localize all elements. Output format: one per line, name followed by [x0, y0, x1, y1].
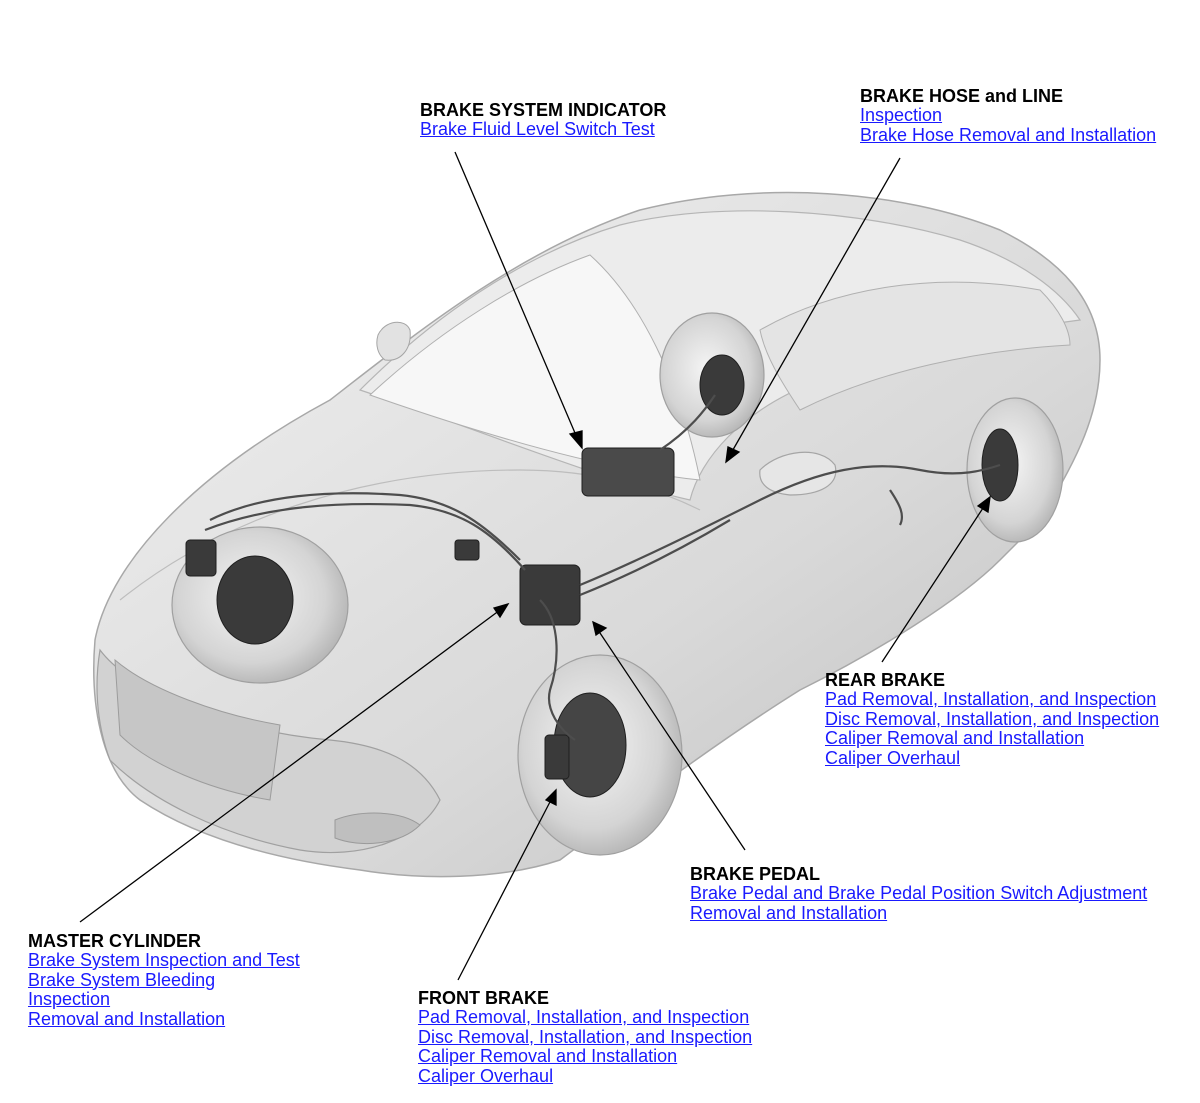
- brake-lines: [204, 394, 1001, 741]
- arrowhead-hose: [725, 446, 741, 464]
- brake-hose-and-line-callout: BRAKE HOSE and LINE Inspection Brake Hos…: [860, 86, 1156, 145]
- leader-rear: [881, 504, 986, 663]
- front-pad-link[interactable]: Pad Removal, Installation, and Inspectio…: [418, 1007, 750, 1027]
- brake-fluid-level-switch-test-link[interactable]: Brake Fluid Level Switch Test: [420, 119, 655, 139]
- leader-front: [457, 797, 553, 981]
- callout-title: MASTER CYLINDER: [28, 931, 202, 951]
- brake-system-indicator-callout: BRAKE SYSTEM INDICATOR Brake Fluid Level…: [420, 100, 666, 140]
- arrowhead-rear: [976, 495, 991, 514]
- front-disc-link[interactable]: Disc Removal, Installation, and Inspecti…: [418, 1026, 753, 1047]
- brake-system-bleeding-link[interactable]: Brake System Bleeding: [28, 969, 216, 990]
- callout-title: REAR BRAKE: [825, 670, 946, 690]
- rear-caliper-overhaul-link[interactable]: Caliper Overhaul: [825, 747, 961, 768]
- arrowhead-indicator: [568, 430, 583, 450]
- leader-pedal: [597, 629, 746, 851]
- car-fog-lamp: [334, 812, 421, 845]
- leader-master: [79, 609, 501, 923]
- abs-modulator: [454, 539, 480, 561]
- leader-hose: [729, 157, 901, 456]
- front-left-caliper: [185, 539, 217, 577]
- pedal-removal-installation-link[interactable]: Removal and Installation: [690, 902, 888, 923]
- brake-pedal-callout: BRAKE PEDAL Brake Pedal and Brake Pedal …: [690, 864, 1147, 923]
- callout-title: FRONT BRAKE: [418, 988, 549, 1008]
- front-brake-callout: FRONT BRAKE Pad Removal, Installation, a…: [418, 988, 752, 1086]
- rear-caliper-removal-link[interactable]: Caliper Removal and Installation: [825, 728, 1085, 748]
- rear-brake-callout: REAR BRAKE Pad Removal, Installation, an…: [825, 670, 1159, 768]
- pedal-adjustment-link[interactable]: Brake Pedal and Brake Pedal Position Swi…: [690, 883, 1148, 903]
- master-cylinder-removal-installation-link[interactable]: Removal and Installation: [28, 1008, 226, 1029]
- rear-pad-link[interactable]: Pad Removal, Installation, and Inspectio…: [825, 689, 1157, 709]
- brake-system-inspection-test-link[interactable]: Brake System Inspection and Test: [28, 950, 300, 970]
- front-caliper-overhaul-link[interactable]: Caliper Overhaul: [418, 1065, 554, 1086]
- car-side-mirror: [759, 451, 837, 496]
- hose-inspection-link[interactable]: Inspection: [860, 105, 943, 125]
- master-cylinder-inspection-link[interactable]: Inspection: [28, 989, 111, 1009]
- callout-title: BRAKE SYSTEM INDICATOR: [420, 100, 667, 120]
- front-right-caliper: [544, 734, 570, 780]
- rear-disc-link[interactable]: Disc Removal, Installation, and Inspecti…: [825, 708, 1160, 729]
- leader-indicator: [454, 151, 579, 441]
- car-left-mirror: [376, 321, 411, 361]
- callout-title: BRAKE PEDAL: [690, 864, 821, 884]
- front-left-brake-disc: [216, 555, 294, 645]
- master-cylinder-callout: MASTER CYLINDER Brake System Inspection …: [28, 931, 300, 1029]
- car-grille: [114, 658, 281, 801]
- car-side-windows: [759, 281, 1071, 411]
- arrowhead-front: [544, 788, 557, 807]
- front-caliper-removal-link[interactable]: Caliper Removal and Installation: [418, 1046, 678, 1066]
- callout-title: BRAKE HOSE and LINE: [860, 86, 1064, 106]
- arrowhead-master: [492, 602, 510, 619]
- leader-lines: [79, 151, 991, 981]
- arrowhead-pedal: [592, 620, 608, 637]
- brake-hose-removal-installation-link[interactable]: Brake Hose Removal and Installation: [860, 124, 1157, 145]
- brake-fluid-switch: [581, 447, 675, 497]
